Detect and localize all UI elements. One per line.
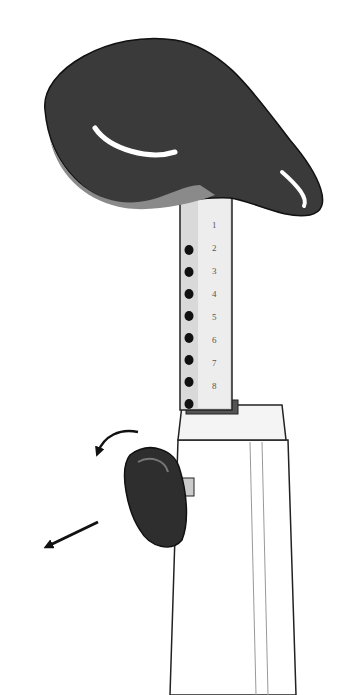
turn-arrow bbox=[98, 431, 138, 452]
frame-edge bbox=[262, 442, 268, 695]
height-number: 8 bbox=[212, 381, 217, 391]
knob-highlight bbox=[138, 459, 168, 472]
seat-post bbox=[180, 195, 232, 410]
height-number: 7 bbox=[212, 358, 217, 368]
height-number: 1 bbox=[212, 220, 217, 230]
height-number: 2 bbox=[212, 243, 217, 253]
adjust-hole bbox=[185, 377, 194, 387]
frame-edge bbox=[250, 442, 256, 695]
adjust-hole bbox=[185, 399, 194, 409]
adjust-hole bbox=[185, 245, 194, 255]
adjust-hole bbox=[185, 333, 194, 343]
adjust-hole bbox=[185, 267, 194, 277]
height-number: 6 bbox=[212, 335, 217, 345]
adjust-hole bbox=[185, 289, 194, 299]
height-number: 5 bbox=[212, 312, 217, 322]
adjust-holes bbox=[185, 245, 194, 409]
height-number: 3 bbox=[212, 266, 217, 276]
saddle bbox=[45, 38, 323, 215]
adjust-hole bbox=[185, 355, 194, 365]
seat-post-face bbox=[198, 197, 230, 408]
saddle-highlight bbox=[95, 128, 175, 155]
frame-tube bbox=[170, 440, 296, 695]
saddle-highlight bbox=[282, 172, 305, 206]
height-number: 4 bbox=[212, 289, 217, 299]
pull-arrow bbox=[48, 522, 98, 546]
adjust-knob bbox=[125, 448, 187, 547]
adjust-hole bbox=[185, 311, 194, 321]
